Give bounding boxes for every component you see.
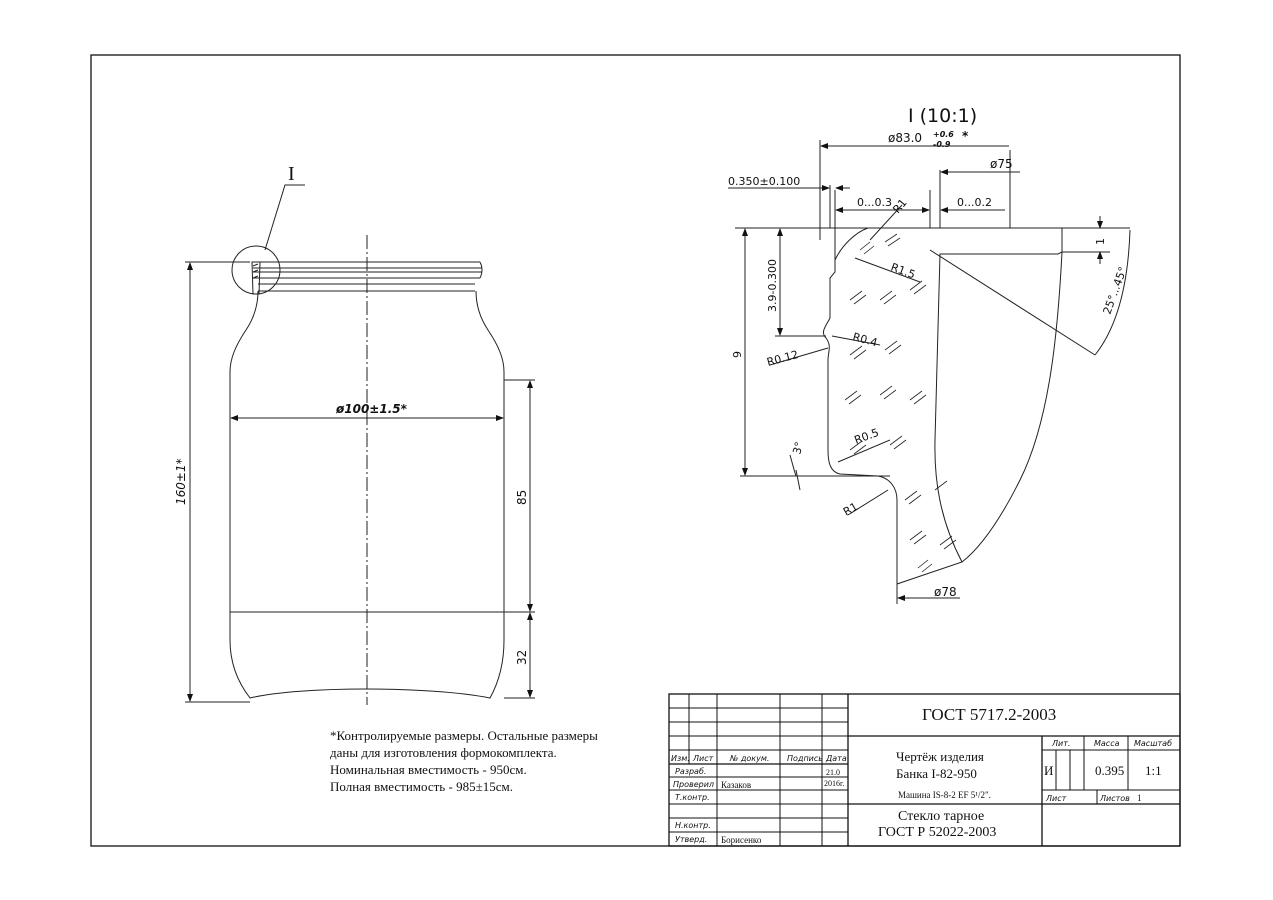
lit-label: Лит. (1051, 739, 1070, 748)
dim-39-label: 3.9-0.300 (766, 259, 779, 312)
dim-d83-star: * (962, 129, 969, 143)
hdr-list: Лист (692, 754, 714, 763)
role-6: Утверд. (675, 835, 707, 844)
hdr-sign: Подпись (787, 754, 823, 763)
jar-finish (253, 261, 483, 292)
dim-d83-tol-plus: +0.6 (933, 130, 954, 139)
note-line-3: Номинальная вместимость - 950см. (330, 762, 527, 777)
lit-value: И (1044, 763, 1053, 778)
sheets-value: 1 (1137, 793, 1142, 803)
dim-r1-bottom-label: R1 (841, 500, 860, 519)
dim-r15-label: R1.5 (889, 261, 917, 282)
role-3: Т.контр. (675, 793, 710, 802)
dim-d75-label: ø75 (990, 157, 1013, 171)
doc-code: ГОСТ 5717.2-2003 (922, 705, 1056, 724)
dim-d78-label: ø78 (934, 585, 957, 599)
glass-profile (823, 227, 1063, 585)
role-5: Н.контр. (675, 821, 711, 830)
name-2: Казаков (721, 780, 751, 790)
dim-r05-label: R0.5 (853, 426, 881, 447)
dim-0-02-label: 0...0.2 (957, 196, 992, 209)
dim-r04-label: R0.4 (851, 330, 879, 349)
detail-view (728, 140, 1131, 604)
drawing-title-2: Банка I-82-950 (896, 766, 977, 781)
mass-label: Масса (1094, 739, 1120, 748)
hdr-date: Дата (825, 754, 847, 763)
sheet-label: Лист (1045, 794, 1067, 803)
role-2: Проверил (673, 780, 714, 789)
dim-0350-label: 0.350±0.100 (728, 175, 800, 188)
scale-value: 1:1 (1145, 763, 1162, 778)
detail-circle (231, 245, 281, 295)
dim-32-label: 32 (515, 650, 529, 665)
date-2: 2016г. (824, 779, 844, 788)
sheet-frame (90, 54, 1181, 847)
hdr-doc: № докум. (729, 754, 769, 763)
jar-view (185, 184, 535, 705)
mass-value: 0.395 (1095, 763, 1124, 778)
hdr-izm: Изм. (671, 754, 690, 763)
drawing-title-1: Чертёж изделия (896, 749, 984, 764)
note-line-4: Полная вместимость - 985±15см. (330, 779, 513, 794)
material-1: Стекло тарное (898, 809, 984, 824)
dim-d83-tol-minus: -0.9 (933, 140, 951, 149)
scale-label: Масштаб (1134, 739, 1172, 748)
material-2: ГОСТ Р 52022-2003 (878, 825, 996, 840)
dim-0-03-label: 0...0.3 (857, 196, 892, 209)
dim-3deg-label: 3° (790, 440, 806, 455)
detail-marker-label: I (288, 163, 295, 185)
notes: *Контролируемые размеры. Остальные разме… (330, 728, 598, 794)
note-line-1: *Контролируемые размеры. Остальные разме… (330, 728, 598, 743)
dim-1-label: 1 (1094, 238, 1107, 245)
detail-leader (264, 184, 305, 251)
title-block (668, 693, 1181, 847)
sheets-label: Листов (1099, 794, 1130, 803)
name-6: Борисенко (721, 835, 762, 845)
section-hatch (844, 233, 957, 573)
glass-inner (961, 251, 1063, 563)
dim-9-label: 9 (731, 351, 744, 358)
jar-outline (229, 290, 505, 699)
dim-r1-top-label: R1 (890, 196, 909, 216)
dim-r012-label: R0.12 (765, 348, 799, 369)
machine-note: Машина IS-8-2 EF 5¹/2". (898, 790, 991, 800)
title-block-text: ГОСТ 5717.2-2003 Чертёж изделия Банка I-… (671, 705, 1172, 845)
dim-angle-label: 25°...45° (1101, 265, 1130, 316)
dim-diameter-label: ø100±1.5* (335, 402, 408, 416)
detail-title: I (10:1) (908, 105, 977, 127)
angle-arc (1094, 229, 1131, 356)
role-1: Разраб. (675, 767, 706, 776)
detail-hatch (251, 261, 261, 295)
dim-85-label: 85 (515, 490, 529, 505)
date-1: 21.0 (826, 768, 840, 777)
detail-dimensions: ø83.0 +0.6 -0.9 * ø75 0.350±0.100 0...0.… (728, 129, 1130, 599)
note-line-2: даны для изготовления формокомплекта. (330, 745, 557, 760)
dim-d83-label: ø83.0 (888, 131, 922, 145)
dim-height-label: 160±1* (174, 458, 188, 505)
